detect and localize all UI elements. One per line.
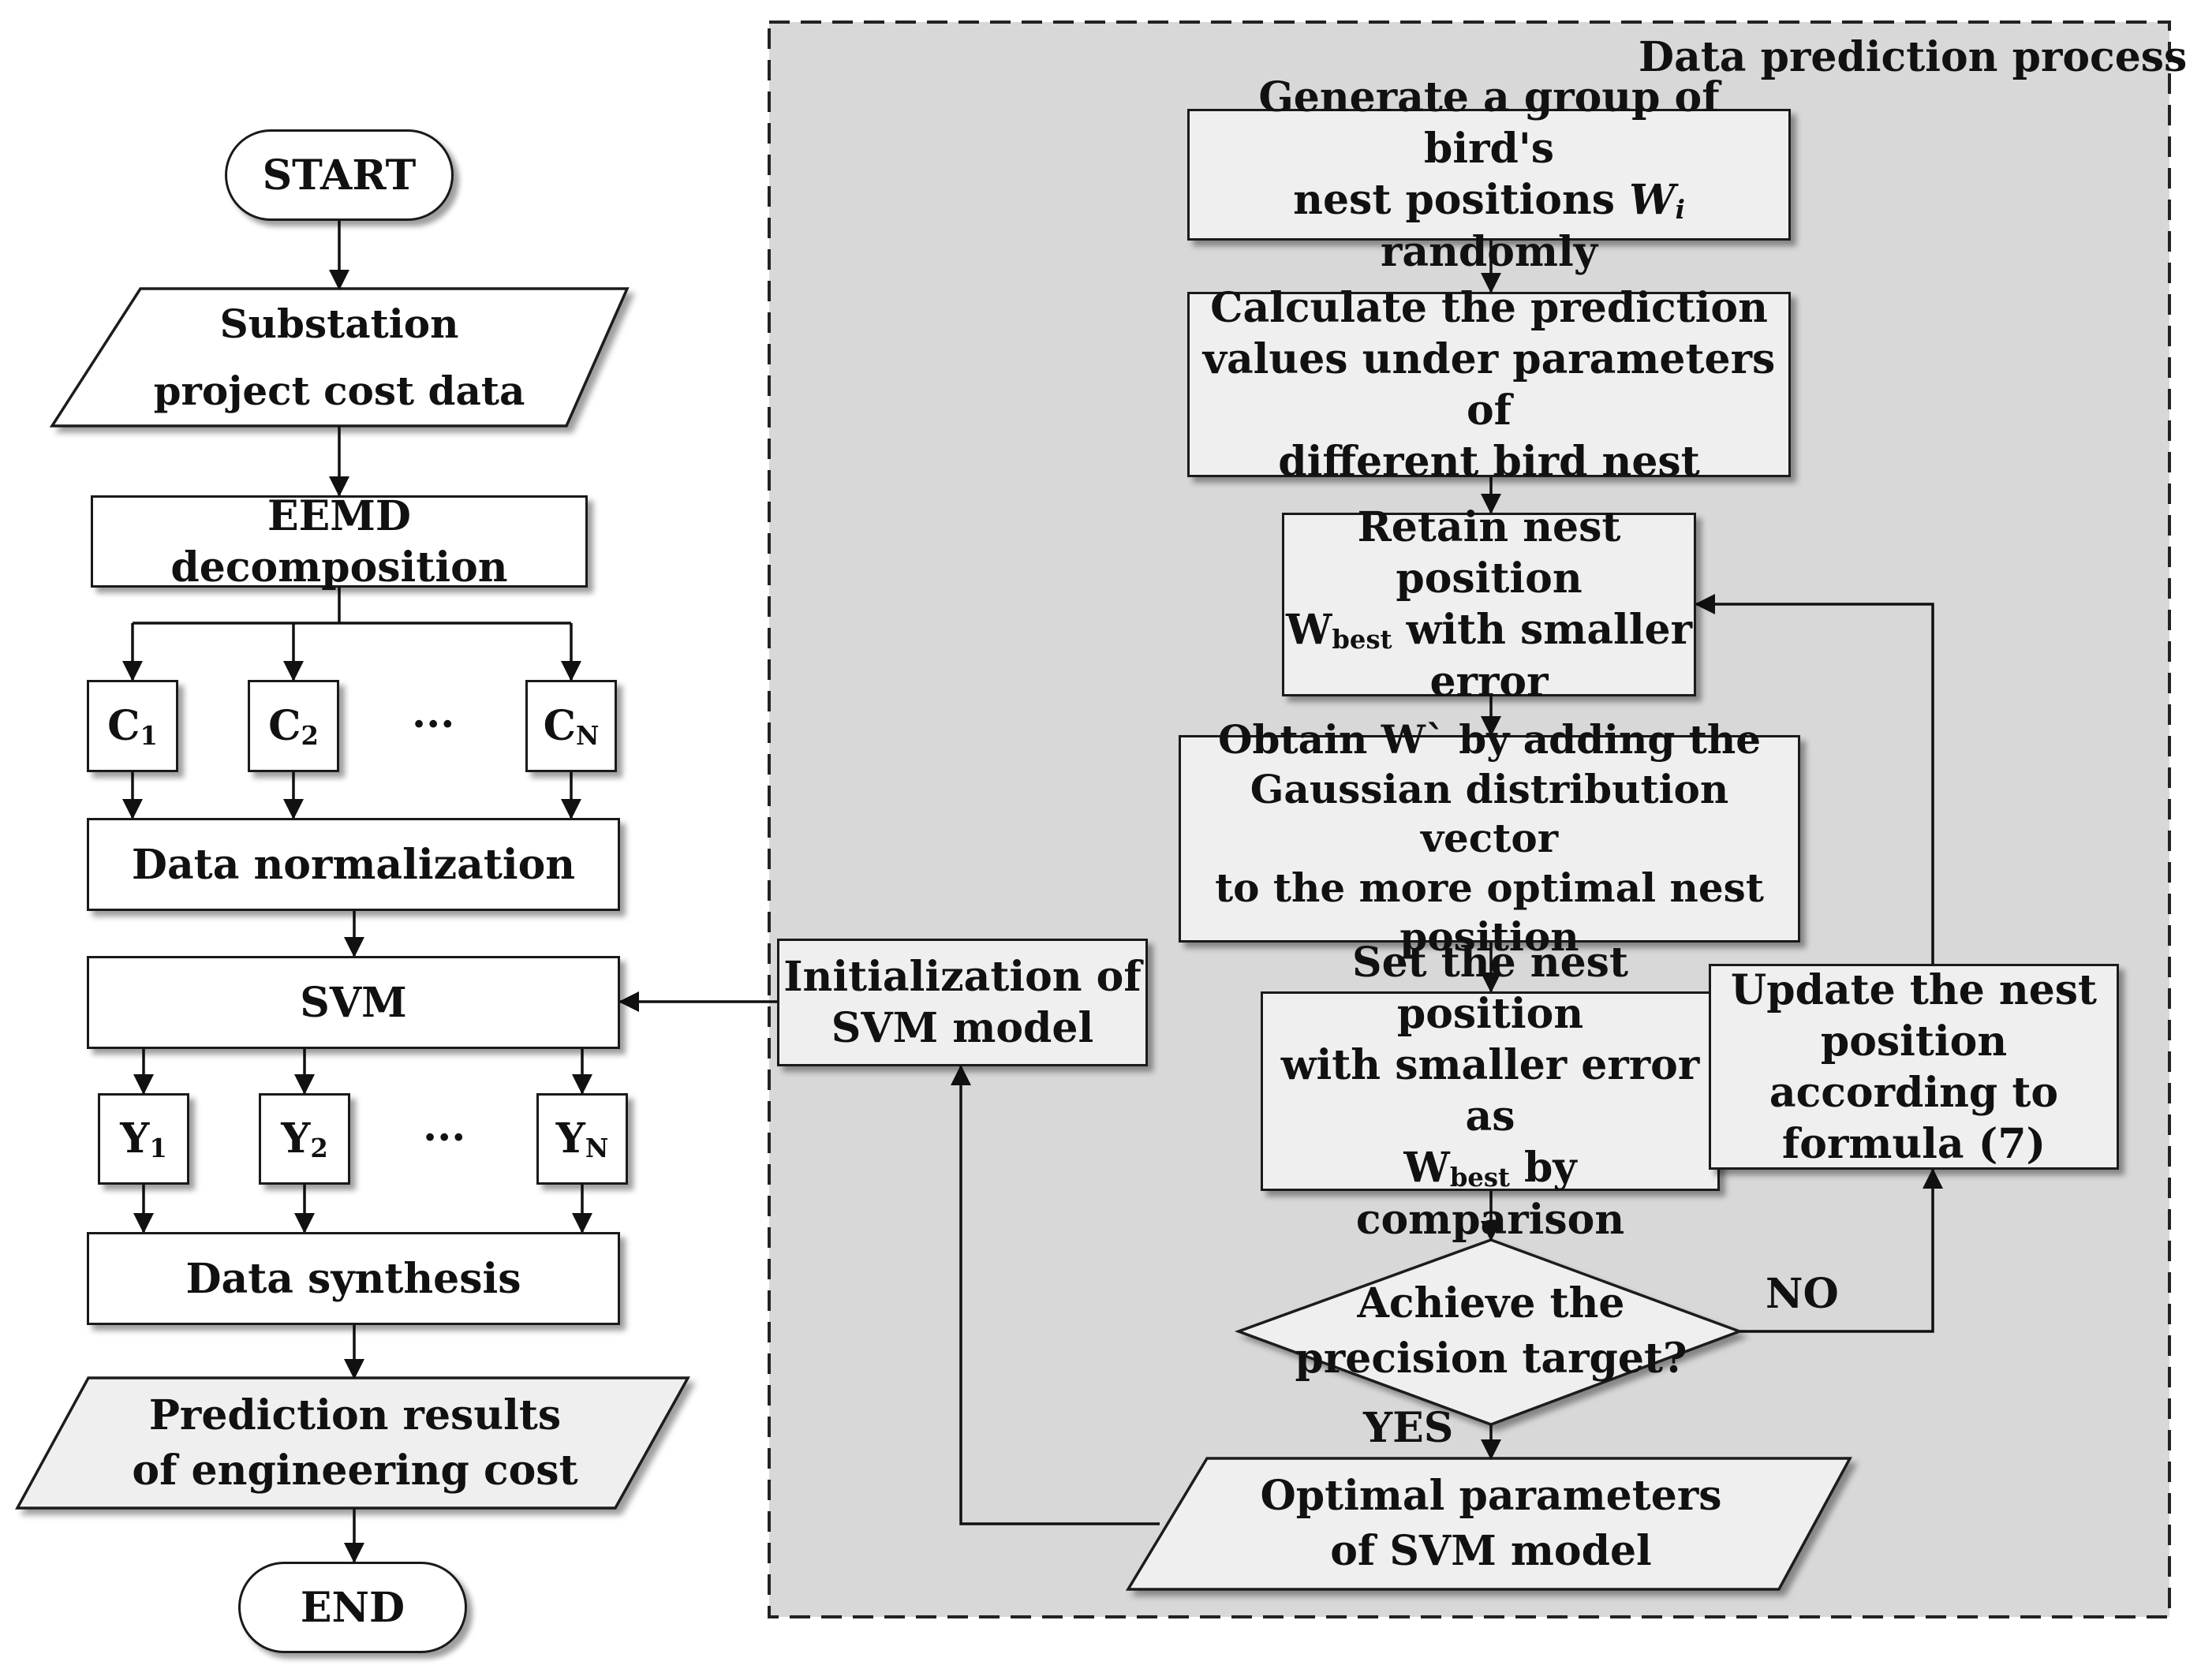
- obtain-line2: Gaussian distribution vector: [1250, 765, 1729, 862]
- init-svm-line1: Initialization of: [783, 953, 1142, 1001]
- generate-var: W: [1629, 176, 1676, 225]
- retain-box: Retain nest position Wbest with smaller …: [1282, 503, 1696, 706]
- retain-var-sub: best: [1332, 625, 1392, 655]
- region-title: Data prediction process: [1639, 33, 2186, 81]
- input-data-block: Substation project cost data: [110, 292, 568, 423]
- retain-line2-post: with smaller: [1392, 606, 1693, 655]
- generate-line1: Generate a group of bird's: [1258, 73, 1720, 174]
- component-c2: C2: [248, 680, 339, 772]
- retain-var: W: [1285, 606, 1332, 655]
- set-line1: Set the nest position: [1352, 939, 1628, 1039]
- generate-box: Generate a group of bird's nest position…: [1187, 73, 1791, 276]
- results-shape: [15, 1376, 690, 1510]
- calculate-line3: different bird nest: [1278, 437, 1700, 486]
- yn-sub: N: [585, 1133, 609, 1164]
- component-cn: CN: [525, 680, 617, 772]
- results-line2: of engineering cost: [132, 1447, 578, 1495]
- component-c1: C1: [87, 680, 178, 772]
- update-line3: according to: [1769, 1068, 2059, 1117]
- end-label: END: [300, 1583, 405, 1632]
- c2-sub: 2: [301, 720, 319, 751]
- output-yn: YN: [536, 1093, 628, 1185]
- input-data-line2: project cost data: [153, 368, 525, 414]
- svm-box: SVM: [87, 956, 620, 1049]
- y2-sub: 2: [310, 1133, 328, 1164]
- results-block: Prediction results of engineering cost: [87, 1382, 623, 1505]
- synthesis-box: Data synthesis: [87, 1232, 620, 1325]
- set-var: W: [1403, 1144, 1450, 1193]
- optimal-block: Optimal parameters of SVM model: [1175, 1463, 1807, 1585]
- retain-line1: Retain nest position: [1357, 503, 1621, 603]
- end-terminal: END: [238, 1562, 467, 1653]
- output-y2: Y2: [259, 1093, 350, 1185]
- update-line2: position: [1820, 1017, 2008, 1066]
- normalization-box: Data normalization: [87, 818, 620, 911]
- y2-label: Y: [281, 1114, 311, 1163]
- set-var-sub: best: [1449, 1163, 1510, 1193]
- y1-label: Y: [120, 1114, 150, 1163]
- c1-sub: 1: [140, 720, 158, 751]
- synthesis-label: Data synthesis: [185, 1254, 521, 1303]
- optimal-shape: [1125, 1457, 1852, 1591]
- init-svm-box: Initialization of SVM model: [777, 939, 1148, 1066]
- obtain-line4: position: [1399, 913, 1579, 961]
- svm-label: SVM: [300, 978, 407, 1027]
- cn-sub: N: [575, 720, 600, 751]
- set-box: Set the nest position with smaller error…: [1261, 939, 1720, 1244]
- calculate-line2: values under parameters of: [1202, 334, 1776, 435]
- arrow-optimal-init: [951, 1065, 1160, 1525]
- outputs-ellipsis: ···: [423, 1114, 466, 1162]
- set-line3-post: by comparison: [1355, 1144, 1625, 1244]
- start-terminal: START: [225, 129, 454, 221]
- obtain-line3: to the more optimal nest: [1215, 864, 1764, 911]
- results-line1: Prediction results: [148, 1391, 562, 1439]
- yn-label: Y: [555, 1114, 585, 1163]
- decision-line2: precision target?: [1295, 1335, 1687, 1383]
- calculate-line1: Calculate the prediction: [1210, 283, 1768, 332]
- arrow-update-retain: [1695, 594, 1934, 964]
- optimal-line1: Optimal parameters: [1260, 1471, 1722, 1520]
- update-box: Update the nest position according to fo…: [1709, 964, 2119, 1170]
- obtain-box: Obtain W` by adding the Gaussian distrib…: [1179, 716, 1800, 960]
- optimal-line2: of SVM model: [1330, 1527, 1652, 1575]
- generate-line2-pre: nest positions: [1293, 176, 1630, 225]
- decision-line1: Achieve the: [1357, 1279, 1625, 1327]
- input-data-line1: Substation: [219, 301, 459, 347]
- arrow-decision-update: [1739, 1168, 1943, 1333]
- decision-text: Achieve the precision target?: [1278, 1270, 1704, 1393]
- set-line2: with smaller error as: [1280, 1041, 1700, 1141]
- eemd-label: EEMD decomposition: [170, 491, 508, 592]
- retain-line3: error: [1429, 657, 1549, 706]
- start-label: START: [262, 151, 417, 200]
- cn-label: C: [543, 701, 576, 750]
- eemd-box: EEMD decomposition: [91, 492, 588, 592]
- generate-var-sub: i: [1675, 195, 1685, 226]
- c2-label: C: [268, 701, 301, 750]
- no-label: NO: [1766, 1270, 1839, 1318]
- update-line1: Update the nest: [1730, 965, 2098, 1014]
- y1-sub: 1: [149, 1133, 167, 1164]
- normalization-label: Data normalization: [131, 840, 576, 889]
- output-y1: Y1: [98, 1093, 189, 1185]
- init-svm-line2: SVM model: [831, 1004, 1094, 1052]
- c1-label: C: [107, 701, 140, 750]
- update-line4: formula (7): [1781, 1119, 2046, 1168]
- generate-line2-post: randomly: [1381, 227, 1597, 276]
- components-ellipsis: ···: [412, 700, 455, 749]
- calculate-box: Calculate the prediction values under pa…: [1187, 284, 1791, 486]
- obtain-line1: Obtain W` by adding the: [1217, 716, 1762, 763]
- yes-label: YES: [1363, 1404, 1454, 1452]
- input-data-shape: [49, 287, 630, 427]
